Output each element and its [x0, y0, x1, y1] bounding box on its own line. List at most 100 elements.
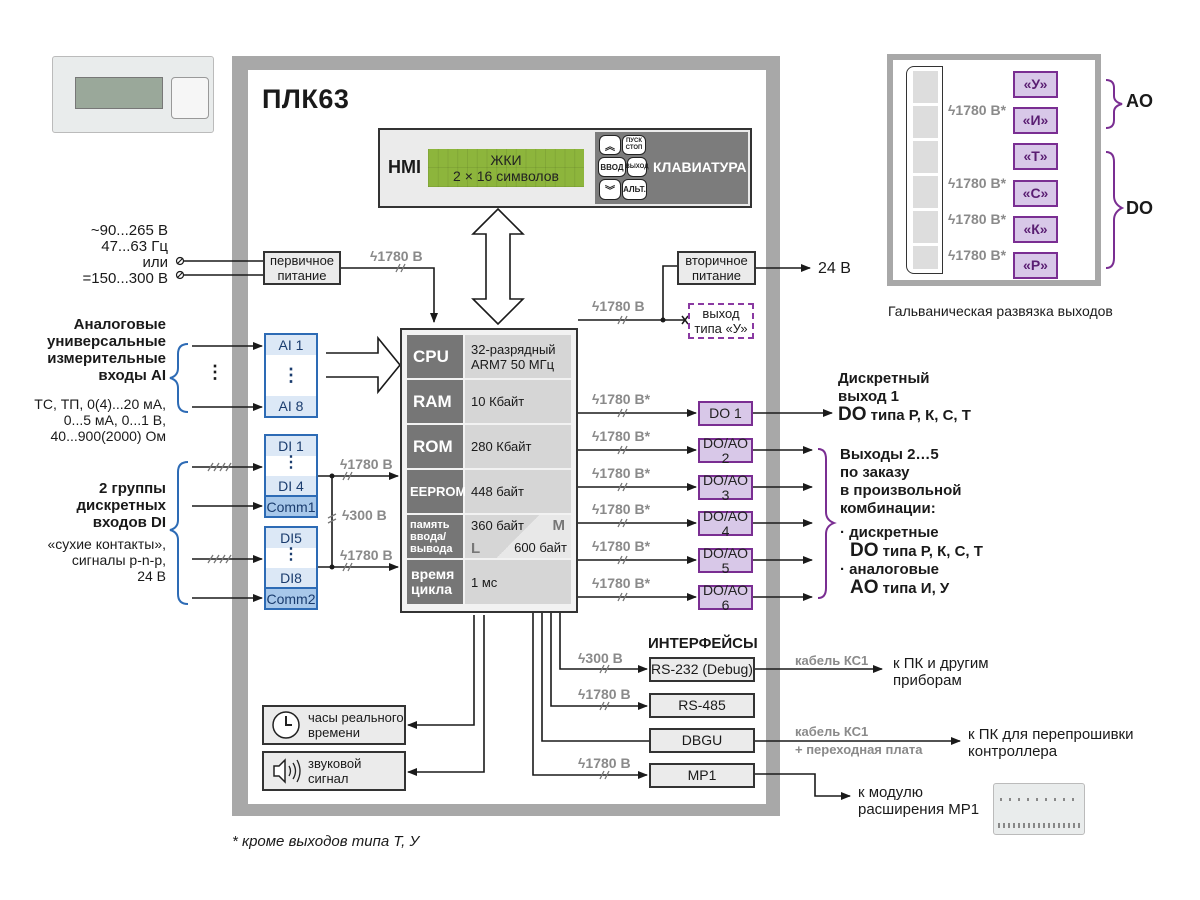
primary-supply-label-1: первичное	[269, 253, 335, 268]
galv-isolation-r: ϟ1780 В*	[948, 247, 1007, 263]
lightning-icon: ϟ	[578, 755, 586, 771]
ai-1: AI 1	[266, 335, 316, 355]
mp1-isolation: ϟ1780 В	[578, 755, 631, 771]
key-exit[interactable]: ВЫХОД	[626, 157, 648, 177]
galv-type-t: «Т»	[1013, 143, 1058, 170]
secondary-isolation-label: ϟ1780 В	[592, 298, 645, 314]
output-do-ao-6: DO/AO 6	[698, 582, 753, 612]
galv-isolation-i: ϟ1780 В*	[948, 102, 1007, 118]
power-line-3: или	[142, 254, 168, 271]
output-do-1: DO 1	[698, 401, 753, 426]
ai-group: AI 1 ⋮ AI 8	[264, 333, 318, 418]
di-8: DI8	[266, 568, 316, 588]
io-memory-l-value: 600 байт	[514, 540, 567, 555]
key-alt[interactable]: АЛЬТ.	[622, 179, 647, 200]
galv-type-s: «С»	[1013, 180, 1058, 207]
cpu-row-rom: ROM 280 Кбайт	[407, 425, 571, 468]
secondary-supply-label-2: питание	[691, 268, 741, 283]
di-group-2: DI5 ⋮ DI8	[264, 526, 318, 610]
lightning-icon: ϟ	[578, 686, 586, 702]
lightning-icon: ϟ	[948, 247, 956, 263]
di-5: DI5	[266, 528, 316, 548]
do2-isolation: ϟ1780 В*	[592, 428, 651, 444]
galv-type-k: «К»	[1013, 216, 1058, 243]
output-do-ao-3: DO/AO 3	[698, 472, 753, 502]
mp1-device-photo	[993, 783, 1085, 835]
galv-do-label: DO	[1126, 198, 1153, 218]
galv-type-i: «И»	[1013, 107, 1058, 134]
interface-dbgu: DBGU	[649, 728, 755, 753]
lightning-icon: ϟ	[340, 547, 348, 563]
cpu-row-io-memory: память ввода/ вывода 360 байт M L 600 ба…	[407, 515, 571, 558]
lightning-icon: ϟ	[340, 456, 348, 472]
lightning-icon: ϟ	[370, 248, 378, 264]
lightning-icon: ϟ	[592, 391, 600, 407]
lightning-icon: ϟ	[592, 538, 600, 554]
galv-type-r: «Р»	[1013, 252, 1058, 279]
output-24v: 24 В	[818, 260, 851, 277]
hmi-label: HMI	[388, 157, 421, 177]
device-lcd	[75, 77, 163, 109]
galv-isolation-k: ϟ1780 В*	[948, 211, 1007, 227]
do3-isolation: ϟ1780 В*	[592, 465, 651, 481]
do6-isolation: ϟ1780 В*	[592, 575, 651, 591]
lcd-line-2: 2 × 16 символов	[453, 168, 559, 184]
di2-isolation-label: ϟ1780 В	[340, 547, 393, 563]
cpu-row-cycle-time: время цикла 1 мс	[407, 560, 571, 604]
di-comm-2: Comm2	[264, 587, 318, 610]
lightning-icon: ϟ	[342, 507, 350, 523]
io-memory-m-label: M	[552, 517, 566, 534]
galv-type-u: «У»	[1013, 71, 1058, 98]
rs232-cable: кабель КС1	[795, 653, 869, 668]
lightning-icon: ϟ	[948, 175, 956, 191]
rs485-isolation: ϟ1780 В	[578, 686, 631, 702]
di-4: DI 4	[266, 476, 316, 496]
key-enter[interactable]: ВВОД	[598, 157, 626, 177]
cpu-row-eeprom: EEPROM 448 байт	[407, 470, 571, 513]
lcd-display: ЖКИ 2 × 16 символов	[428, 149, 584, 187]
galv-caption: Гальваническая развязка выходов	[888, 303, 1113, 319]
key-up[interactable]: ︽	[599, 135, 621, 155]
key-down[interactable]: ︾	[599, 179, 621, 200]
interface-rs232: RS-232 (Debug)	[649, 657, 755, 682]
speaker-icon	[273, 758, 301, 784]
primary-supply-label-2: питание	[277, 268, 327, 283]
lightning-icon: ϟ	[592, 298, 600, 314]
interface-mp1: MP1	[649, 763, 755, 788]
secondary-supply-label-1: вторичное	[685, 253, 748, 268]
power-line-4: =150...300 В	[82, 270, 169, 287]
ai-8: AI 8	[266, 396, 316, 416]
device-keypad	[171, 77, 209, 119]
lightning-icon: ϟ	[948, 211, 956, 227]
ai-ellipsis: ⋮	[206, 362, 224, 382]
output-do-ao-2: DO/AO 2	[698, 435, 753, 465]
lcd-line-1: ЖКИ	[490, 152, 522, 168]
do4-isolation: ϟ1780 В*	[592, 501, 651, 517]
lightning-icon: ϟ	[592, 428, 600, 444]
di-1: DI 1	[266, 436, 316, 456]
clock-icon	[272, 711, 300, 739]
di1-isolation-label: ϟ1780 В	[340, 456, 393, 472]
di-description: «сухие контакты»,сигналы p-n-p,24 В	[47, 536, 166, 584]
do5-isolation: ϟ1780 В*	[592, 538, 651, 554]
output-do-ao-5: DO/AO 5	[698, 545, 753, 575]
di-comm-1: Comm1	[264, 495, 318, 518]
power-line-1: ~90...265 В	[90, 222, 168, 239]
